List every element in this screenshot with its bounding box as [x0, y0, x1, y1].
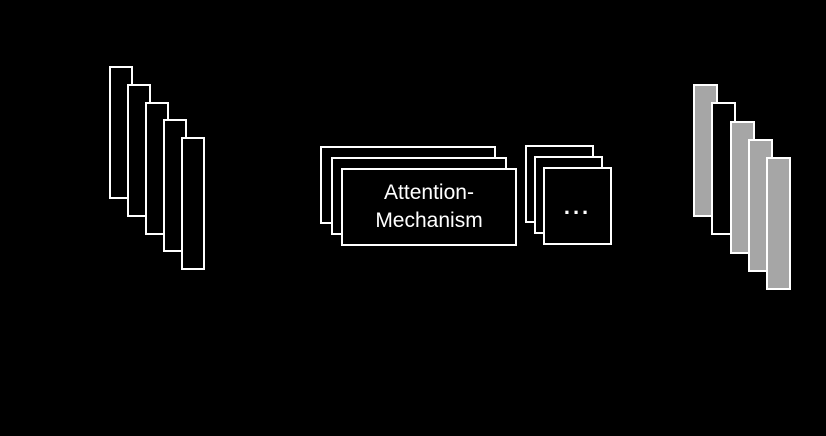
ellipsis-label: ... [563, 194, 592, 219]
attention-mechanism-label: Attention- Mechanism [343, 170, 515, 244]
attention-label-line1: Attention- [384, 181, 474, 204]
attention-label-line2: Mechanism [375, 209, 483, 232]
ellipsis-panel-front: ... [543, 167, 612, 245]
attention-panel-front: Attention- Mechanism [341, 168, 517, 246]
right-stack-bar [766, 157, 791, 290]
left-stack-bar [181, 137, 205, 270]
